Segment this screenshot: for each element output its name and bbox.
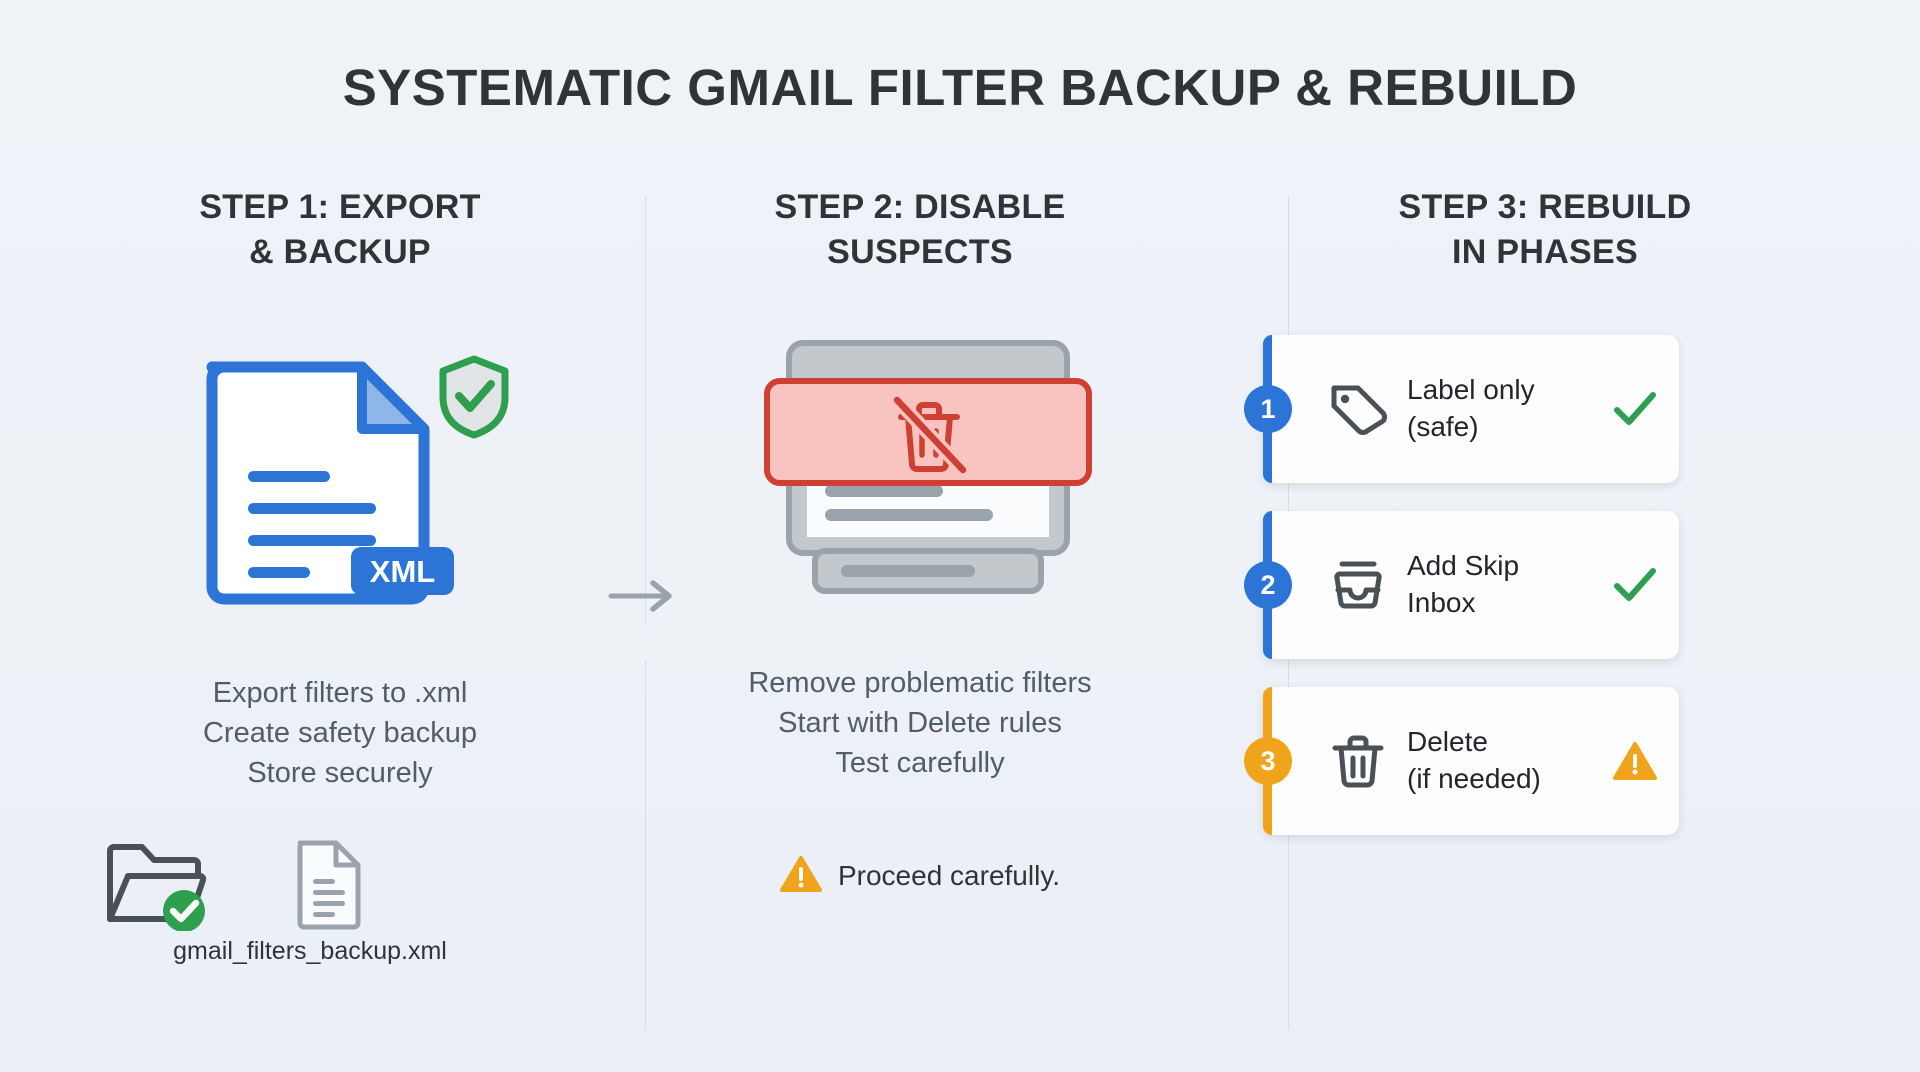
folder-check-icon: [102, 835, 214, 936]
step-1-line-3: Store securely: [247, 756, 433, 789]
card-1-number: 1: [1244, 385, 1292, 434]
column-divider-1-top: [645, 196, 646, 626]
card-1-label: Label only (safe): [1389, 372, 1607, 446]
rebuild-card-3[interactable]: 3 Delete (if needed): [1244, 687, 1679, 836]
card-2-label-line2: Inbox: [1407, 587, 1476, 619]
card-1-status-check-icon: [1607, 390, 1663, 428]
step-3-heading: STEP 3: REBUILD IN PHASES: [1235, 185, 1855, 275]
file-icon: [290, 835, 366, 936]
step-1-heading-line2: & BACKUP: [249, 233, 431, 272]
card-3-label: Delete (if needed): [1389, 724, 1607, 798]
card-2-status-check-icon: [1607, 566, 1663, 604]
step-2-description: Remove problematic filters Start with De…: [640, 665, 1200, 782]
xml-badge: XML: [350, 546, 455, 601]
page-title: SYSTEMATIC GMAIL FILTER BACKUP & REBUILD: [342, 59, 1578, 116]
step-2-warning-text: Proceed carefully.: [837, 860, 1061, 891]
step-1-heading: STEP 1: EXPORT & BACKUP: [60, 185, 620, 275]
card-2-number: 2: [1244, 561, 1292, 610]
card-1-label-line1: Label only: [1407, 374, 1535, 406]
card-3-number: 3: [1244, 737, 1292, 786]
step-1-illustration: XML: [60, 347, 620, 627]
step-2-warning: Proceed carefully.: [640, 855, 1200, 898]
step-2-heading: STEP 2: DISABLE SUSPECTS: [640, 185, 1200, 275]
card-3-status-warning-icon: [1607, 740, 1663, 782]
tag-icon: [1327, 382, 1389, 436]
rebuild-phase-list: 1 Label only (safe): [1235, 335, 1855, 836]
step-2-column: STEP 2: DISABLE SUSPECTS: [640, 185, 1200, 898]
card-2-label-line1: Add Skip: [1407, 550, 1520, 582]
inbox-tray-icon: [1327, 558, 1389, 612]
step-1-heading-line1: STEP 1: EXPORT: [199, 188, 481, 226]
card-1-label-line2: (safe): [1407, 411, 1479, 443]
xml-document-icon: [190, 347, 490, 622]
step-3-column: STEP 3: REBUILD IN PHASES 1 Label on: [1235, 185, 1855, 863]
step-2-illustration: [640, 337, 1200, 617]
step-2-line-3: Test carefully: [835, 746, 1005, 779]
card-3-label-line2: (if needed): [1407, 763, 1541, 795]
step-1-line-1: Export filters to .xml: [212, 677, 468, 710]
rebuild-card-2[interactable]: 2 Add Skip Inbox: [1244, 511, 1679, 660]
warning-triangle-icon: [779, 855, 822, 898]
step-1-footer: gmail_filters_backup.xml: [60, 835, 620, 965]
xml-badge-label: XML: [370, 554, 435, 589]
shield-check-icon: [435, 353, 513, 446]
no-delete-card-icon: [763, 337, 1093, 602]
column-divider-1-bottom: [645, 660, 646, 1030]
step-2-heading-line1: STEP 2: DISABLE: [774, 188, 1066, 226]
rebuild-card-1[interactable]: 1 Label only (safe): [1244, 335, 1679, 484]
card-2-label: Add Skip Inbox: [1389, 548, 1607, 622]
step-1-line-2: Create safety backup: [202, 717, 478, 750]
arrow-right-icon: [605, 576, 685, 616]
step-2-line-1: Remove problematic filters: [748, 667, 1092, 700]
step-1-description: Export filters to .xml Create safety bac…: [60, 675, 620, 792]
backup-filename: gmail_filters_backup.xml: [173, 936, 447, 965]
step-1-column: STEP 1: EXPORT & BACKUP: [60, 185, 620, 965]
step-3-heading-line2: IN PHASES: [1452, 233, 1638, 272]
card-3-label-line1: Delete: [1407, 726, 1488, 758]
column-divider-2-bottom: [1288, 660, 1289, 1030]
step-2-heading-line2: SUSPECTS: [827, 233, 1013, 272]
trash-icon: [1327, 733, 1389, 789]
step-2-line-2: Start with Delete rules: [778, 707, 1062, 740]
step-3-heading-line1: STEP 3: REBUILD: [1398, 188, 1692, 226]
